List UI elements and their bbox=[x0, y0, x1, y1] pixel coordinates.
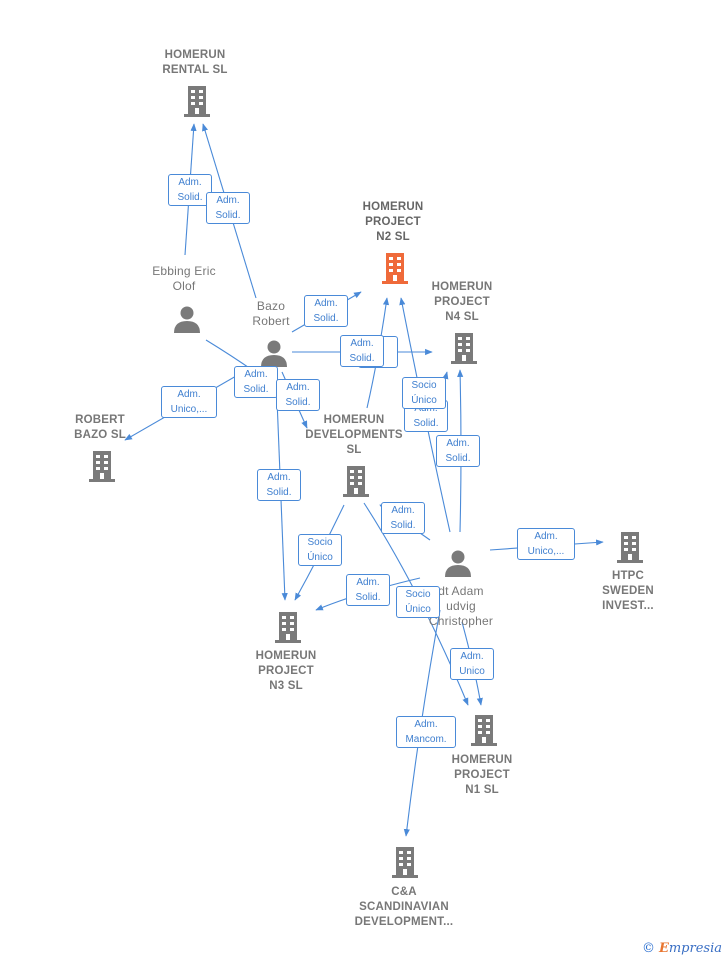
edge-label[interactable]: Adm.Solid. bbox=[234, 366, 278, 398]
building-icon[interactable] bbox=[86, 449, 118, 483]
edge-label[interactable]: Adm.Unico,... bbox=[161, 386, 217, 418]
brand-name: mpresia bbox=[668, 941, 722, 956]
building-icon[interactable] bbox=[340, 464, 372, 498]
brand-initial: E bbox=[658, 941, 669, 956]
building-icon[interactable] bbox=[272, 610, 304, 644]
edge-label[interactable]: Adm.Solid. bbox=[436, 435, 480, 467]
person-icon[interactable] bbox=[259, 338, 289, 368]
edge-label[interactable]: Adm.Mancom. bbox=[396, 716, 456, 748]
empresia-watermark: ©Empresia bbox=[642, 941, 722, 956]
edge-label[interactable]: Adm.Solid. bbox=[304, 295, 348, 327]
building-icon[interactable] bbox=[448, 331, 480, 365]
building-icon[interactable] bbox=[389, 845, 421, 879]
building-icon[interactable] bbox=[181, 84, 213, 118]
edge-label[interactable]: Adm.Solid. bbox=[257, 469, 301, 501]
edge-label[interactable]: Adm.Solid. bbox=[340, 335, 384, 367]
person-icon[interactable] bbox=[443, 548, 473, 578]
building-icon[interactable] bbox=[379, 251, 411, 285]
person-icon[interactable] bbox=[172, 304, 202, 334]
building-icon[interactable] bbox=[468, 713, 500, 747]
building-icon[interactable] bbox=[614, 530, 646, 564]
edge-label[interactable]: Adm.Unico,... bbox=[517, 528, 575, 560]
copyright-symbol: © bbox=[641, 941, 655, 956]
edge-label[interactable]: Adm.Solid. bbox=[206, 192, 250, 224]
edge-label[interactable]: Adm.Solid. bbox=[168, 174, 212, 206]
edge-label[interactable]: Adm.Unico bbox=[450, 648, 494, 680]
edge-label[interactable]: Adm.Solid. bbox=[381, 502, 425, 534]
edge-label[interactable]: Adm.Solid. bbox=[276, 379, 320, 411]
edge-label[interactable]: Adm.Solid. bbox=[346, 574, 390, 606]
